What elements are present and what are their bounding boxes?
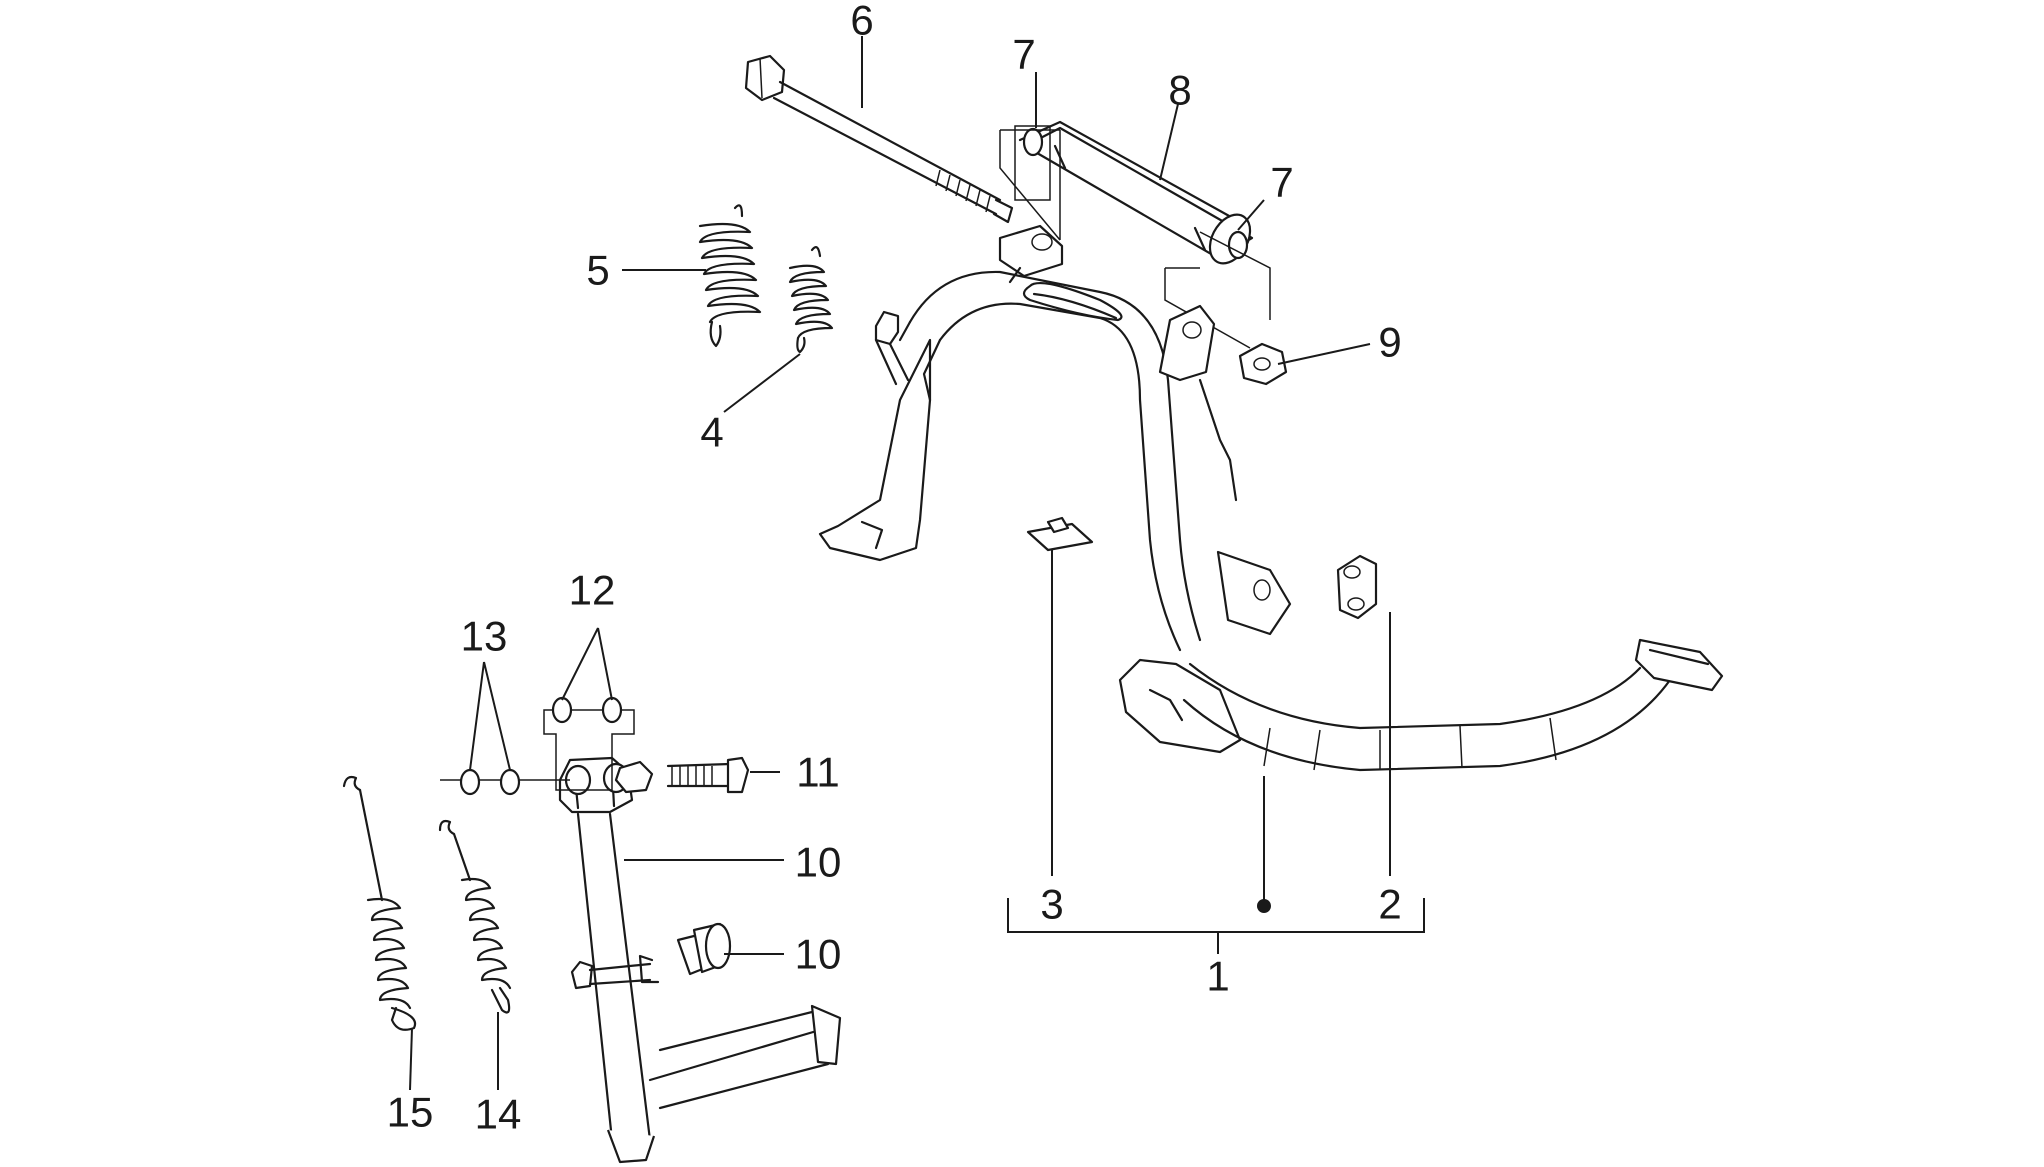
callout-1: 1 <box>1206 953 1229 1000</box>
part-16-spring <box>342 775 417 1031</box>
callout-5: 5 <box>586 247 609 294</box>
callout-14: 13 <box>461 613 508 660</box>
callout-16: 15 <box>387 1089 434 1136</box>
part-12-bolt <box>614 756 750 794</box>
callout-8: 8 <box>1168 67 1191 114</box>
callout-labels: 6 7 8 7 9 5 4 12 13 11 10 10 15 14 3 2 1 <box>387 0 1402 1138</box>
part-13-washers <box>543 696 635 791</box>
callout-6: 6 <box>850 0 873 44</box>
callout-3: 3 <box>1040 881 1063 928</box>
leader-lines <box>409 36 1425 1091</box>
part-14-washers <box>440 768 570 796</box>
callout-13: 12 <box>569 567 616 614</box>
part-4-spring <box>788 246 834 354</box>
part-7-washer-top <box>999 125 1061 241</box>
part-1-centre-stand <box>818 224 1724 772</box>
part-7-washer-bottom <box>1164 230 1271 349</box>
callout-9: 9 <box>1378 319 1401 366</box>
part-11-bushing <box>570 922 732 990</box>
part-6-bolt <box>744 54 1014 224</box>
callout-7-top: 7 <box>1012 31 1035 78</box>
part-9-nut <box>1238 342 1288 386</box>
callout-2: 2 <box>1378 881 1401 928</box>
callout-12: 11 <box>796 749 840 796</box>
part-5-spring <box>698 204 762 348</box>
callout-15: 14 <box>475 1091 522 1138</box>
callout-10: 10 <box>795 839 842 886</box>
part-3-pad <box>1026 516 1094 552</box>
callout-11: 10 <box>795 931 842 978</box>
callout-7-right: 7 <box>1270 159 1293 206</box>
callout-4: 4 <box>700 409 723 456</box>
part-15-spring <box>438 819 512 1014</box>
part-2-bumper <box>1336 554 1378 620</box>
